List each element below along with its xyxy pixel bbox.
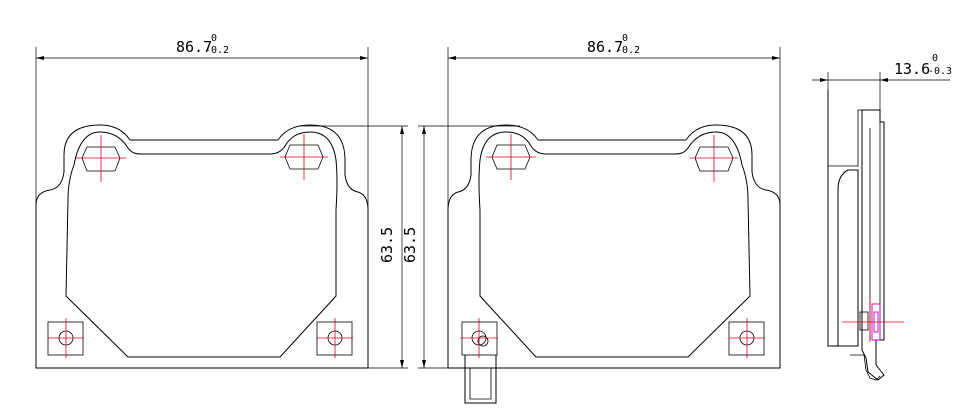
side-center-marks [842, 298, 904, 342]
thickness-value: 13.6 [894, 60, 930, 78]
left-clip-box-1 [47, 321, 84, 356]
side-rivet [859, 311, 869, 331]
wear-sensor-tab [464, 355, 497, 404]
right-center-marks [460, 134, 765, 358]
wear-sensor-box [461, 321, 498, 356]
thickness-lower-tol: -0.3 [928, 66, 952, 77]
thickness-dimension: 13.6 0 -0.3 [812, 53, 952, 110]
right-clip-box-2 [728, 321, 765, 356]
right-friction-block [478, 131, 751, 358]
side-friction-top [828, 109, 862, 167]
left-height-value: 63.5 [378, 227, 396, 263]
right-pad-view: 86.7 0 -0.2 [447, 33, 781, 404]
side-view: 13.6 0 -0.3 [812, 53, 952, 381]
left-width-upper-tol: 0 [211, 33, 217, 44]
right-width-lower-tol: -0.2 [616, 45, 640, 56]
left-width-lower-tol: -0.2 [205, 45, 229, 56]
left-pad-view: 86.7 0 -0.2 [35, 33, 369, 369]
right-width-upper-tol: 0 [622, 33, 628, 44]
left-width-dimension: 86.7 0 -0.2 [35, 33, 369, 210]
right-height-value: 63.5 [401, 227, 419, 263]
right-backing-plate [447, 124, 781, 369]
height-dimensions: 63.5 63.5 [300, 125, 520, 369]
left-friction-block [65, 131, 338, 358]
left-width-value: 86.7 [176, 38, 212, 56]
left-center-marks [48, 134, 353, 358]
side-clip [850, 354, 881, 381]
left-clip-box-2 [316, 321, 353, 356]
left-backing-plate [35, 124, 369, 369]
wear-sensor-rivet [477, 335, 489, 347]
side-backing-plate [861, 109, 885, 381]
thickness-upper-tol: 0 [932, 53, 938, 64]
wear-sensor-tab-inner [469, 368, 492, 400]
side-friction-material [827, 90, 859, 347]
right-width-dimension: 86.7 0 -0.2 [447, 33, 781, 210]
right-width-value: 86.7 [587, 38, 623, 56]
